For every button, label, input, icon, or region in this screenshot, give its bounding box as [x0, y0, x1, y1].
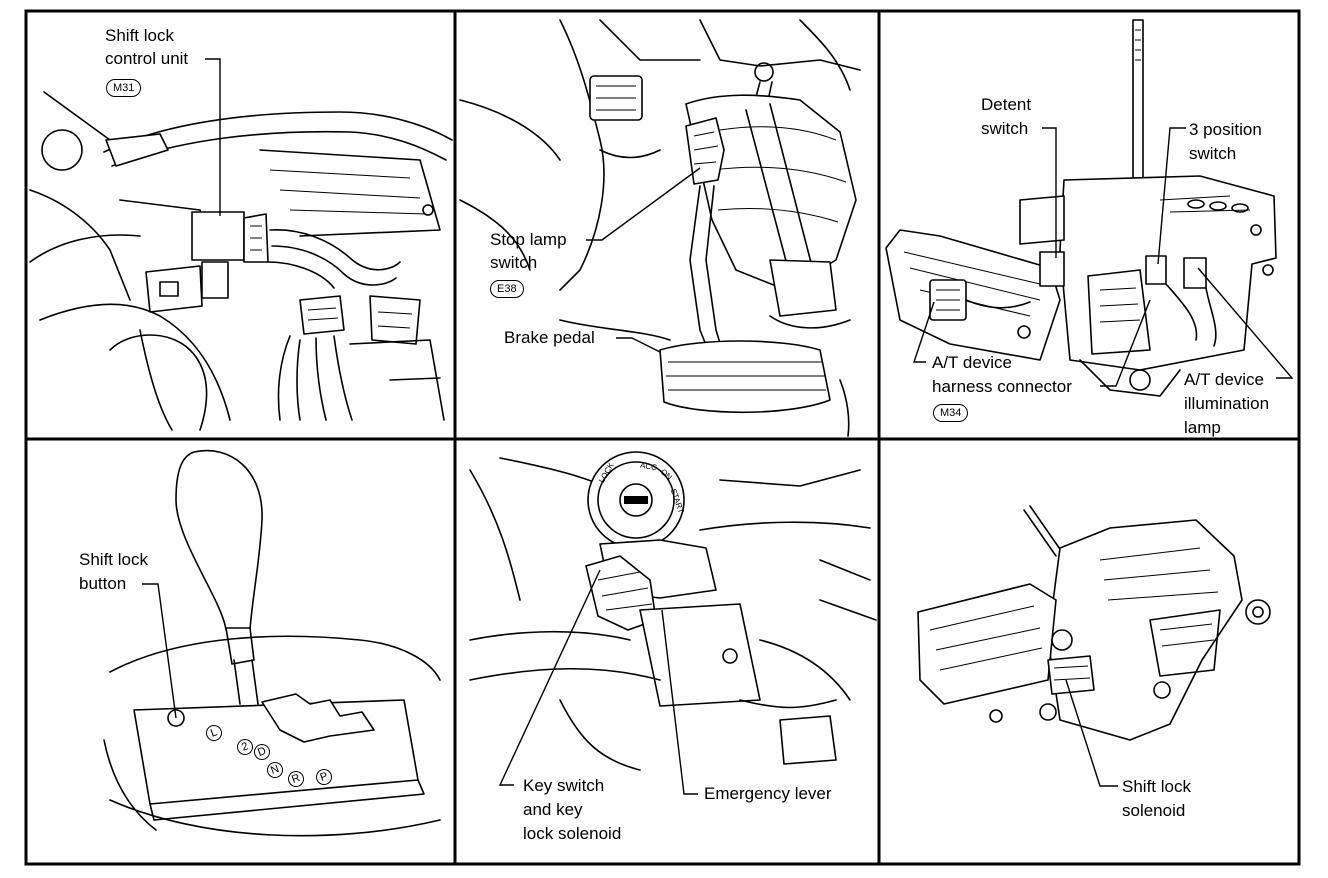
label-stop-lamp-switch-line1: Stop lamp	[490, 230, 567, 249]
illustration-shift-lock-control-unit	[29, 91, 453, 431]
connector-code-m34: M34	[933, 404, 969, 422]
connector-code-e38: E38	[490, 280, 524, 298]
label-emergency-lever: Emergency lever	[704, 784, 832, 803]
label-stop-lamp-switch-line2: switch	[490, 253, 538, 272]
label-at-device-illumination-lamp-line3: lamp	[1184, 418, 1221, 437]
label-shift-lock-button-line2: button	[79, 574, 127, 593]
label-at-device-harness-connector-line1: A/T device	[932, 353, 1013, 372]
illustration-shift-lever	[103, 449, 441, 837]
label-3-position-switch-line2: switch	[1189, 144, 1237, 163]
label-shift-lock-control-unit-line2: control unit	[105, 49, 189, 68]
label-detent-switch-line1: Detent	[981, 95, 1032, 114]
leader-lines	[142, 58, 1294, 795]
label-detent-switch-line2: switch	[981, 119, 1029, 138]
label-key-switch-line2: and key	[523, 800, 583, 819]
label-shift-lock-control-unit-line1: Shift lock	[105, 26, 174, 45]
label-shift-lock-button-line1: Shift lock	[79, 550, 148, 569]
panel-grid	[24, 9, 1301, 866]
label-at-device-harness-connector-line2: harness connector	[932, 377, 1072, 396]
label-key-switch-line1: Key switch	[523, 776, 605, 795]
label-shift-lock-solenoid-line1: Shift lock	[1122, 777, 1191, 796]
label-brake-pedal: Brake pedal	[504, 328, 595, 347]
illustration-at-device	[885, 19, 1277, 397]
label-at-device-illumination-lamp-line1: A/T device	[1184, 370, 1265, 389]
illustration-shift-lock-solenoid	[917, 505, 1271, 741]
label-at-device-illumination-lamp-line2: illumination	[1184, 394, 1270, 413]
label-key-switch-line3: lock solenoid	[523, 824, 622, 843]
label-3-position-switch-line1: 3 position	[1189, 120, 1262, 139]
label-shift-lock-solenoid-line2: solenoid	[1122, 801, 1186, 820]
connector-code-m31: M31	[106, 79, 142, 97]
